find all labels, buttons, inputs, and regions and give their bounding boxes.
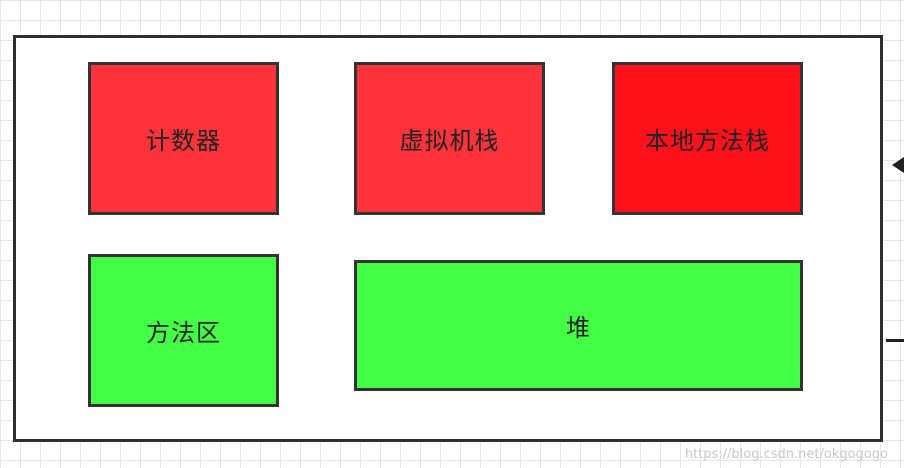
box-vm-stack: 虚拟机栈 [354,62,545,215]
box-native-method-stack-label: 本地方法栈 [645,127,770,155]
arrowhead-icon [892,157,904,173]
box-method-area-label: 方法区 [146,319,221,347]
watermark: https://blog.csdn.net/okgogogo [684,447,888,462]
connector-line [886,339,904,342]
box-vm-stack-label: 虚拟机栈 [399,127,500,155]
box-counter-label: 计数器 [146,127,221,155]
box-counter: 计数器 [88,62,279,215]
box-native-method-stack: 本地方法栈 [612,62,803,215]
box-method-area: 方法区 [88,254,279,407]
box-heap-label: 堆 [566,314,591,342]
box-heap: 堆 [354,260,803,391]
